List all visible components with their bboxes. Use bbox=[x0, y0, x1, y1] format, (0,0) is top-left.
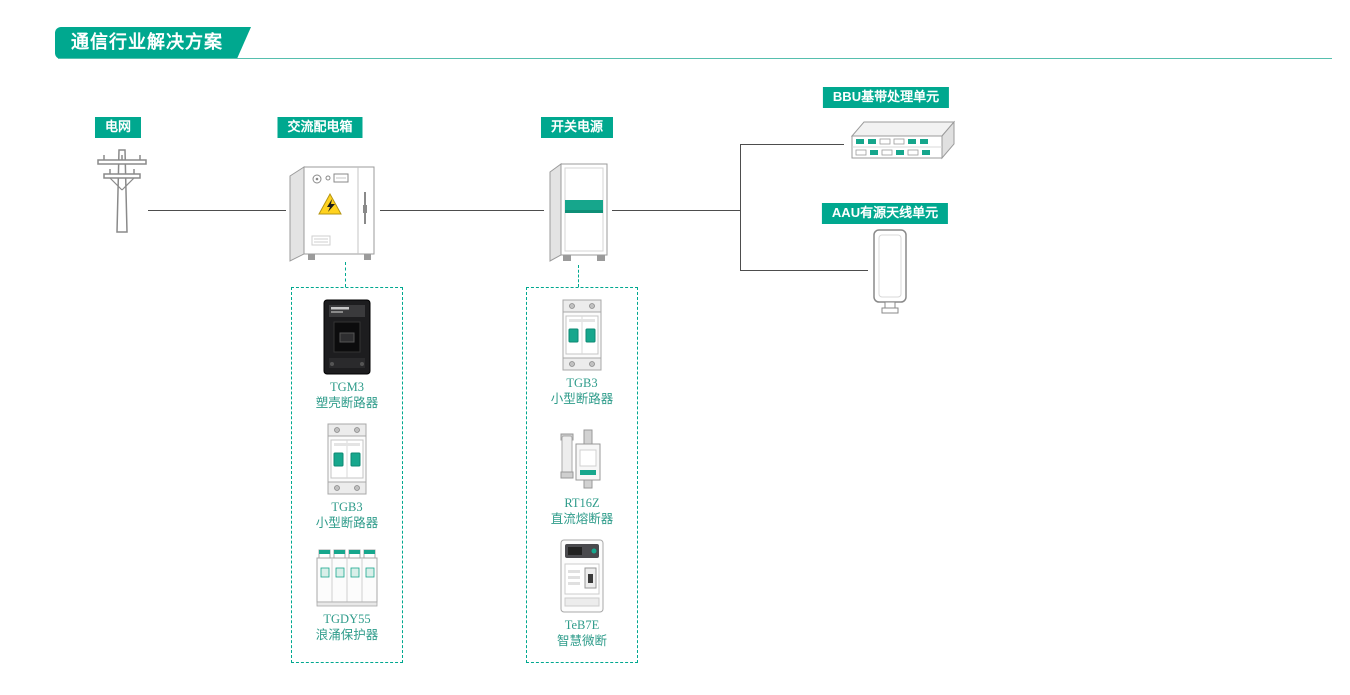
product-desc: 浪涌保护器 bbox=[315, 627, 379, 642]
teb7e-breaker-image bbox=[560, 539, 604, 613]
tgm3-breaker-image bbox=[323, 299, 371, 375]
rt16z-fuse-image bbox=[560, 429, 601, 489]
product-tgm3: TGM3 塑壳断路器 bbox=[292, 298, 402, 411]
tgb3-breaker-image bbox=[327, 423, 367, 495]
dashed-connector-box1 bbox=[345, 262, 346, 287]
product-desc: 智慧微断 bbox=[556, 633, 607, 648]
product-teb7e: TeB7E 智慧微断 bbox=[527, 538, 637, 649]
page-title: 通信行业解决方案 bbox=[55, 27, 251, 59]
product-name: TGM3 bbox=[329, 380, 365, 394]
product-desc: 小型断路器 bbox=[550, 391, 614, 406]
product-tgdy55: TGDY55 浪涌保护器 bbox=[292, 548, 402, 643]
product-desc: 小型断路器 bbox=[315, 515, 379, 530]
distribution-box-label: 交流配电箱 bbox=[277, 117, 363, 138]
aau-label: AAU有源天线单元 bbox=[821, 203, 949, 224]
line-grid-to-box bbox=[148, 210, 286, 211]
product-group-distribution-box: TGM3 塑壳断路器 TGB3 小型断路器 bbox=[291, 287, 403, 663]
tgdy55-spd-image bbox=[316, 549, 378, 607]
product-name: TGB3 bbox=[331, 500, 363, 514]
power-grid-pole-icon bbox=[97, 149, 147, 233]
product-name: TeB7E bbox=[564, 618, 600, 632]
line-to-aau bbox=[740, 270, 868, 271]
switching-power-cabinet-icon bbox=[549, 163, 608, 262]
line-to-bbu bbox=[740, 144, 844, 145]
line-junction-vertical bbox=[740, 144, 741, 271]
product-name: RT16Z bbox=[564, 496, 600, 510]
title-underline bbox=[58, 58, 1332, 59]
product-name: TGDY55 bbox=[323, 612, 371, 626]
line-box-to-power bbox=[380, 210, 544, 211]
ac-distribution-cabinet-icon bbox=[289, 166, 375, 262]
bbu-label: BBU基带处理单元 bbox=[822, 87, 950, 108]
bbu-unit-icon bbox=[850, 120, 956, 160]
power-supply-label: 开关电源 bbox=[540, 117, 614, 138]
product-desc: 直流熔断器 bbox=[550, 511, 614, 526]
dashed-connector-box2 bbox=[578, 265, 579, 287]
tgb3-breaker-image bbox=[562, 299, 602, 371]
product-rt16z: RT16Z 直流熔断器 bbox=[527, 428, 637, 527]
line-power-to-junction bbox=[612, 210, 740, 211]
product-tgb3: TGB3 小型断路器 bbox=[292, 422, 402, 531]
aau-unit-icon bbox=[873, 229, 907, 314]
product-tgb3-2: TGB3 小型断路器 bbox=[527, 298, 637, 407]
grid-label: 电网 bbox=[94, 117, 142, 138]
product-name: TGB3 bbox=[566, 376, 598, 390]
product-group-power-supply: TGB3 小型断路器 RT16Z 直流熔断器 bbox=[526, 287, 638, 663]
product-desc: 塑壳断路器 bbox=[315, 395, 379, 410]
